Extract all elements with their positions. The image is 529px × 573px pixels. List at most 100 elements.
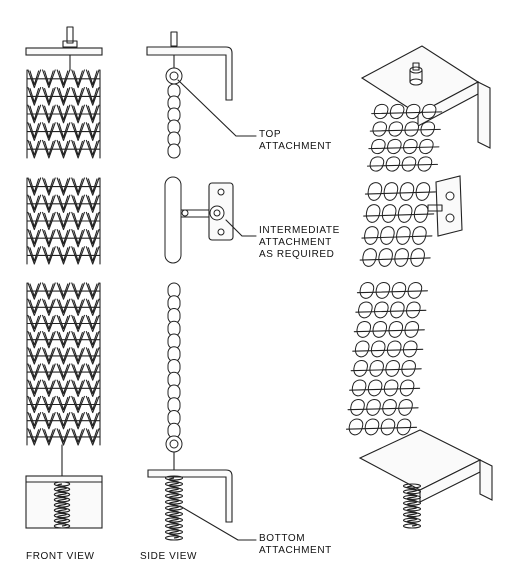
iso-mesh-loop: [389, 103, 405, 120]
mesh-wire-link: [27, 139, 42, 159]
iso-mesh-loop: [403, 138, 418, 155]
leader-intermediate-attachment: [225, 219, 257, 237]
mesh-wire-link: [85, 211, 100, 231]
iso-mesh-loop: [386, 340, 402, 358]
iso-mesh-loop: [369, 359, 384, 377]
mesh-wire-link: [27, 347, 42, 365]
mesh-wire-link: [42, 314, 56, 333]
mesh-wire-link: [85, 282, 100, 300]
iso-mesh-loop: [381, 204, 397, 223]
mesh-wire-link: [56, 298, 71, 316]
mesh-wire-link: [56, 87, 71, 106]
front-view-caption: FRONT VIEW: [26, 551, 95, 562]
leader-lines: [177, 79, 257, 541]
mesh-wire-link: [42, 211, 56, 231]
iso-mesh-loop: [365, 204, 381, 223]
side-chain-top-section: [167, 83, 181, 159]
iso-mesh-loop: [370, 340, 386, 358]
intermediate-attachment-label: INTERMEDIATE ATTACHMENT AS REQUIRED: [259, 225, 340, 261]
iso-mesh-loop: [378, 248, 393, 267]
mesh-wire-link: [27, 379, 42, 397]
mesh-wire-link: [85, 428, 100, 446]
iso-cross-rod: [347, 407, 419, 411]
mesh-wire-link: [42, 331, 56, 349]
mesh-wire-link: [42, 282, 56, 300]
iso-mesh-loop: [401, 156, 417, 172]
mesh-wire-link: [42, 177, 56, 196]
iso-mesh-loop: [417, 156, 433, 172]
mesh-wire-link: [27, 246, 42, 265]
mesh-wire-link: [85, 104, 100, 124]
mesh-wire-link: [56, 428, 71, 446]
front-mesh-bottom-section: [26, 282, 101, 446]
iso-mesh-loop: [382, 398, 397, 416]
front-top-bracket: [25, 26, 103, 71]
spring-turn: [53, 486, 71, 492]
mesh-wire-link: [71, 87, 85, 106]
mesh-wire-link: [42, 347, 56, 365]
leader-top-attachment: [177, 79, 257, 137]
mesh-wire-link: [27, 104, 42, 124]
mesh-wire-link: [42, 395, 56, 414]
iso-cross-rod: [361, 235, 433, 239]
front-mesh-middle-section: [26, 177, 101, 265]
bottom-attachment-label-line-2: ATTACHMENT: [259, 545, 332, 556]
iso-mesh-loop: [358, 301, 373, 319]
spring-coil: [406, 485, 418, 527]
spring-turn: [53, 518, 71, 524]
iso-mesh-loop: [396, 226, 411, 245]
iso-intermediate-bracket: [427, 175, 463, 237]
mesh-wire-link: [85, 229, 100, 248]
iso-mesh-loop: [364, 418, 380, 436]
iso-mesh-loop: [380, 226, 395, 245]
iso-cross-rod: [356, 290, 428, 294]
iso-mesh-loop: [390, 301, 405, 319]
iso-mesh-loop: [398, 398, 413, 416]
iso-bottom-spring: [402, 483, 422, 529]
mesh-wire-link: [42, 104, 56, 124]
spring-turn: [164, 487, 184, 493]
mesh-wire-link: [56, 395, 71, 414]
iso-mesh-loop: [412, 226, 427, 245]
top-attachment-label: TOP ATTACHMENT: [259, 129, 332, 153]
side-view-caption: SIDE VIEW: [140, 551, 198, 562]
mesh-wire-link: [27, 122, 42, 141]
spring-turn: [53, 507, 71, 513]
mesh-wire-link: [42, 298, 56, 316]
mesh-wire-link: [27, 298, 42, 316]
bottom-attachment-label-line-1: BOTTOM: [259, 533, 306, 544]
intermediate-attachment-label-line-3: AS REQUIRED: [259, 249, 335, 260]
iso-mesh-loop: [364, 226, 379, 245]
front-mesh-top-section: [26, 69, 101, 159]
mesh-wire-link: [42, 194, 56, 213]
mesh-wire-link: [71, 379, 85, 397]
iso-mesh-loop: [385, 359, 400, 377]
iso-mesh-loop: [383, 379, 399, 397]
mesh-wire-link: [42, 139, 56, 159]
front-view-drawing: [25, 26, 103, 529]
mesh-wire-link: [71, 314, 85, 333]
front-bottom-spring: [53, 481, 71, 529]
side-view-drawing: [146, 31, 234, 541]
mesh-wire-link: [85, 69, 100, 89]
side-bottom-spring: [164, 475, 184, 541]
mesh-wire-link: [85, 87, 100, 106]
iso-mesh-loop: [367, 182, 383, 201]
spring-turn: [164, 529, 184, 535]
iso-mesh-loop: [405, 103, 421, 120]
mesh-wire-link: [71, 298, 85, 316]
spring-turn: [164, 475, 184, 481]
mesh-wire-link: [85, 347, 100, 365]
iso-mesh-loop: [356, 320, 372, 338]
iso-mesh-loop: [388, 121, 404, 137]
mesh-wire-link: [71, 177, 85, 196]
leader-bottom-attachment: [179, 505, 257, 541]
mesh-wire-link: [27, 229, 42, 248]
iso-cross-rod: [371, 111, 443, 115]
iso-mesh-loop: [366, 398, 381, 416]
mesh-wire-link: [56, 379, 71, 397]
iso-mesh-loop: [406, 301, 421, 319]
mesh-wire-link: [71, 104, 85, 124]
mesh-wire-link: [27, 314, 42, 333]
